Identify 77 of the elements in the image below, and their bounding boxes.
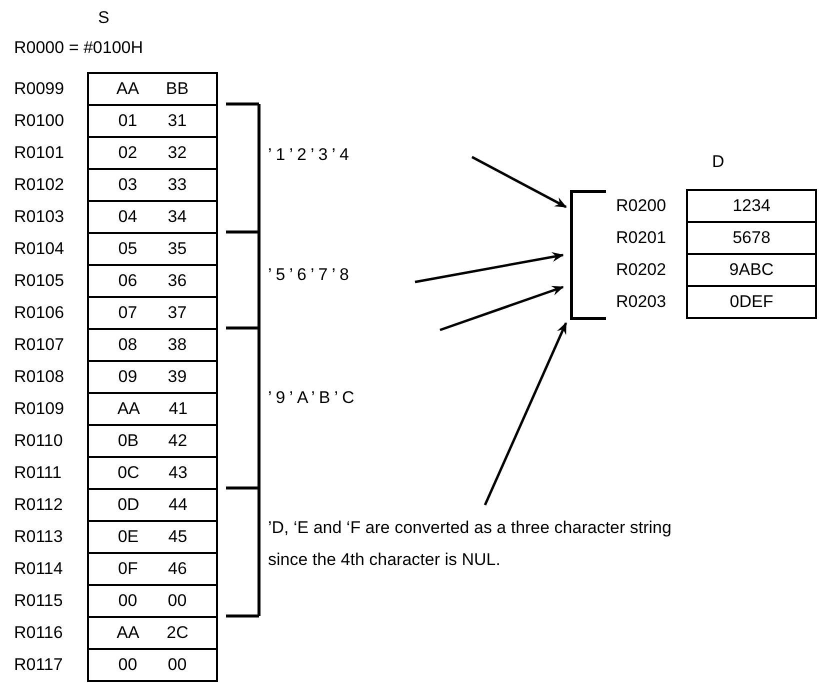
register-address: R0200 xyxy=(616,196,668,216)
byte-value: 37 xyxy=(168,303,187,323)
register-address: R0117 xyxy=(14,655,64,675)
register-address: R0114 xyxy=(14,559,64,579)
register-address: R0105 xyxy=(14,271,66,291)
arrow xyxy=(440,286,564,332)
register-address: R0109 xyxy=(14,399,66,419)
byte-value: 05 xyxy=(118,239,138,259)
register-address: R0107 xyxy=(14,335,66,355)
byte-value: 0C xyxy=(118,463,140,483)
register-address: R0116 xyxy=(14,623,64,643)
byte-value: AA xyxy=(116,79,140,99)
register-address: R0103 xyxy=(14,207,66,227)
register-address: R0112 xyxy=(14,495,64,515)
byte-value: 01 xyxy=(118,111,138,131)
byte-value: 06 xyxy=(118,271,138,291)
character-group: ’5’6’7’8 xyxy=(268,259,353,291)
byte-value: 36 xyxy=(168,271,187,291)
register-address: R0110 xyxy=(14,431,64,451)
word-value: 5678 xyxy=(732,228,770,248)
register-address: R0202 xyxy=(616,260,668,280)
byte-value: 00 xyxy=(168,591,187,611)
byte-value: 35 xyxy=(168,239,187,259)
byte-value: 33 xyxy=(168,175,187,195)
byte-value: 42 xyxy=(168,431,188,451)
byte-value: 43 xyxy=(168,463,188,483)
byte-value: AA xyxy=(116,623,140,643)
register-address: R0104 xyxy=(14,239,66,259)
arrow xyxy=(484,322,568,506)
byte-value: 00 xyxy=(118,655,138,675)
arrow xyxy=(471,156,567,208)
byte-value: 31 xyxy=(168,111,187,131)
bracket xyxy=(570,190,606,320)
byte-value: 0D xyxy=(118,495,140,515)
destination-heading: D xyxy=(712,152,724,172)
byte-value: 0B xyxy=(118,431,139,451)
byte-value: 34 xyxy=(168,207,187,227)
register-address: R0111 xyxy=(14,463,63,483)
byte-value: 39 xyxy=(168,367,187,387)
word-value: 0DEF xyxy=(730,292,774,312)
byte-value: 2C xyxy=(166,623,188,643)
byte-value: 00 xyxy=(118,591,138,611)
source-heading: S xyxy=(98,8,110,28)
byte-value: 08 xyxy=(118,335,138,355)
byte-value: 44 xyxy=(168,495,188,515)
register-address: R0113 xyxy=(14,527,64,547)
byte-value: 02 xyxy=(118,143,138,163)
pointer-note: R0000 = #0100H xyxy=(14,38,144,58)
register-address: R0102 xyxy=(14,175,66,195)
register-address: R0108 xyxy=(14,367,66,387)
register-address: R0100 xyxy=(14,111,66,131)
byte-value: 0E xyxy=(118,527,139,547)
byte-value: 07 xyxy=(118,303,138,323)
byte-value: 46 xyxy=(168,559,187,579)
byte-value: 03 xyxy=(118,175,138,195)
byte-value: 38 xyxy=(168,335,187,355)
byte-value: AA xyxy=(117,399,140,419)
register-address: R0106 xyxy=(14,303,66,323)
character-group: ’1’2’3’4 xyxy=(268,139,353,171)
register-address: R0101 xyxy=(14,143,66,163)
arrow xyxy=(414,252,564,284)
byte-value: 0F xyxy=(118,559,138,579)
register-address: R0099 xyxy=(14,79,66,99)
byte-value: 32 xyxy=(168,143,187,163)
byte-value: 04 xyxy=(118,207,138,227)
word-value: 9ABC xyxy=(729,260,774,280)
note-text: ’D, ‘E and ‘F are converted as a three character string since the 4th character is NUL. xyxy=(268,512,693,576)
word-value: 1234 xyxy=(732,196,770,216)
character-group: ’9’A’B’C xyxy=(268,382,358,414)
register-address: R0115 xyxy=(14,591,64,611)
byte-value: BB xyxy=(166,79,189,99)
byte-value: 00 xyxy=(168,655,187,675)
byte-value: 45 xyxy=(168,527,188,547)
byte-value: 09 xyxy=(118,367,138,387)
register-address: R0201 xyxy=(616,228,668,248)
register-address: R0203 xyxy=(616,292,668,312)
byte-value: 41 xyxy=(168,399,188,419)
